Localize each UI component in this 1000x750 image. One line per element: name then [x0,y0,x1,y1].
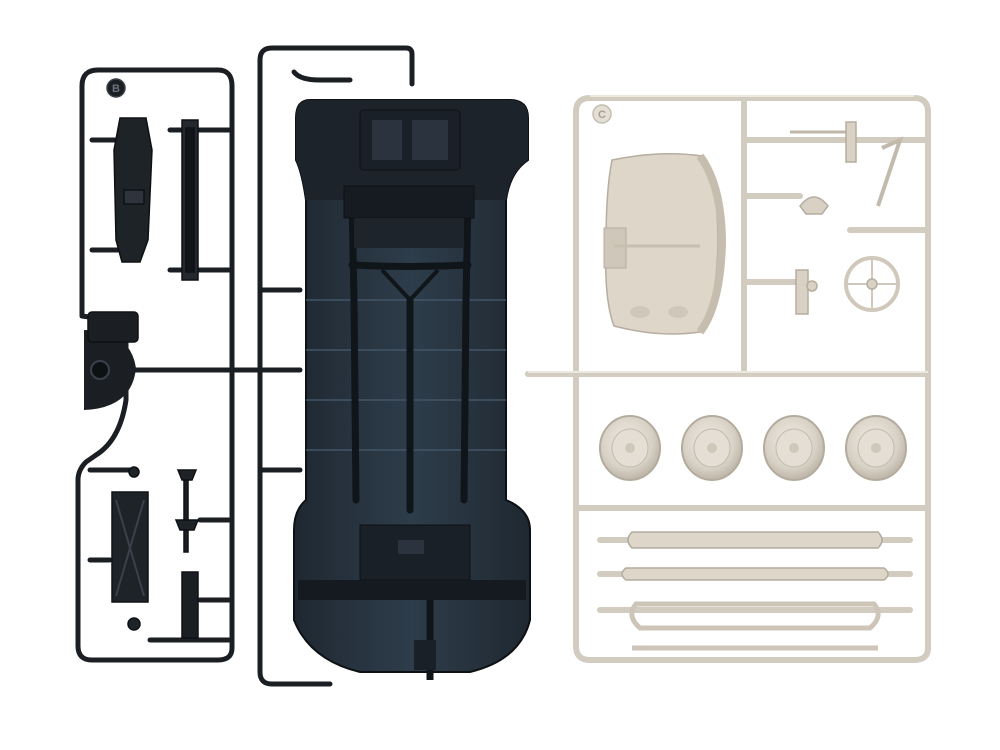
wheel-3 [763,415,825,481]
bumper-bars [621,531,889,651]
central-runner [257,45,415,687]
sprue-c-small-parts [790,121,904,315]
wheel-2 [681,415,743,481]
wheels [599,415,907,481]
wheel-4 [845,415,907,481]
sprue-c-tag: C [592,104,612,124]
chassis-body [293,99,531,680]
wheel-1 [599,415,661,481]
sprue-b-hub [84,330,136,410]
sprue-b-letter: B [112,83,120,95]
sprue-b-tag: B [106,78,126,98]
sprue-b-parts [87,117,200,639]
hood-panel [603,153,727,335]
sprue-c-letter: C [598,109,606,121]
sprue-c-frame-highlight [528,95,928,373]
